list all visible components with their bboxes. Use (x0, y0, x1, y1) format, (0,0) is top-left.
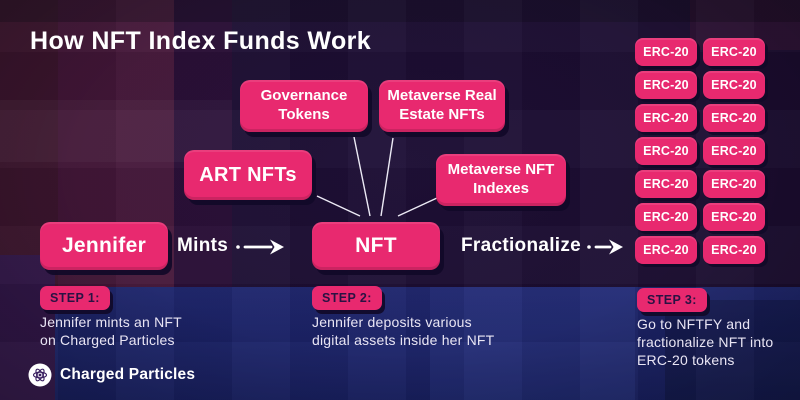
step-3-badge: STEP 3: (637, 288, 707, 312)
erc20-token: ERC-20 (703, 38, 765, 66)
step-2-badge: STEP 2: (312, 286, 382, 310)
erc20-token: ERC-20 (635, 236, 697, 264)
erc20-token: ERC-20 (703, 137, 765, 165)
nft-asset-connector-lines (316, 136, 438, 217)
step-2-description: Jennifer deposits various digital assets… (312, 314, 495, 348)
step-1-badge: STEP 1: (40, 286, 110, 310)
mints-label: Mints (177, 235, 229, 256)
erc20-token: ERC-20 (635, 71, 697, 99)
mints-arrow-icon (236, 239, 284, 255)
erc20-token: ERC-20 (635, 104, 697, 132)
erc20-token: ERC-20 (703, 203, 765, 231)
erc20-token: ERC-20 (635, 203, 697, 231)
erc20-token: ERC-20 (703, 170, 765, 198)
fractionalize-label: Fractionalize (461, 235, 582, 256)
nft-box: NFT (312, 222, 440, 270)
metaverse-nft-indexes-box: Metaverse NFT Indexes (436, 154, 566, 206)
step-3-description: Go to NFTFY and fractionalize NFT into E… (637, 316, 774, 368)
erc20-token: ERC-20 (703, 71, 765, 99)
erc20-token: ERC-20 (635, 170, 697, 198)
erc20-token: ERC-20 (635, 137, 697, 165)
page-title: How NFT Index Funds Work (30, 27, 372, 55)
step-1-description: Jennifer mints an NFT on Charged Particl… (40, 314, 182, 348)
atom-icon (28, 363, 52, 387)
erc20-token: ERC-20 (635, 38, 697, 66)
brand-logo: Charged Particles (28, 363, 195, 387)
erc20-token: ERC-20 (703, 236, 765, 264)
background-layer (0, 0, 800, 22)
governance-tokens-box: Governance Tokens (240, 80, 368, 132)
art-nfts-box: ART NFTs (184, 150, 312, 200)
jennifer-box: Jennifer (40, 222, 168, 270)
brand-name: Charged Particles (60, 366, 196, 383)
erc20-token: ERC-20 (703, 104, 765, 132)
metaverse-real-estate-box: Metaverse Real Estate NFTs (379, 80, 505, 132)
fractionalize-arrow-icon (587, 239, 623, 255)
